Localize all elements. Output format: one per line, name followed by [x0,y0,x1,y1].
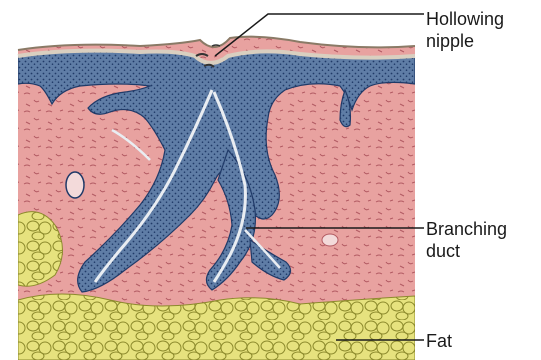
label-fat: Fat [426,330,452,352]
label-nipple-line2: nipple [426,30,504,52]
label-duct-line1: Branching [426,218,507,240]
fat-layer-bottom [18,294,415,360]
label-nipple-line1: Hollowing [426,8,504,30]
label-fat-line1: Fat [426,330,452,352]
dermis-cyst [322,234,338,246]
dermis-cyst [66,172,84,198]
label-hollowing-nipple: Hollowing nipple [426,8,504,52]
label-duct-line2: duct [426,240,507,262]
tissue-block [18,30,415,360]
label-branching-duct: Branching duct [426,218,507,262]
